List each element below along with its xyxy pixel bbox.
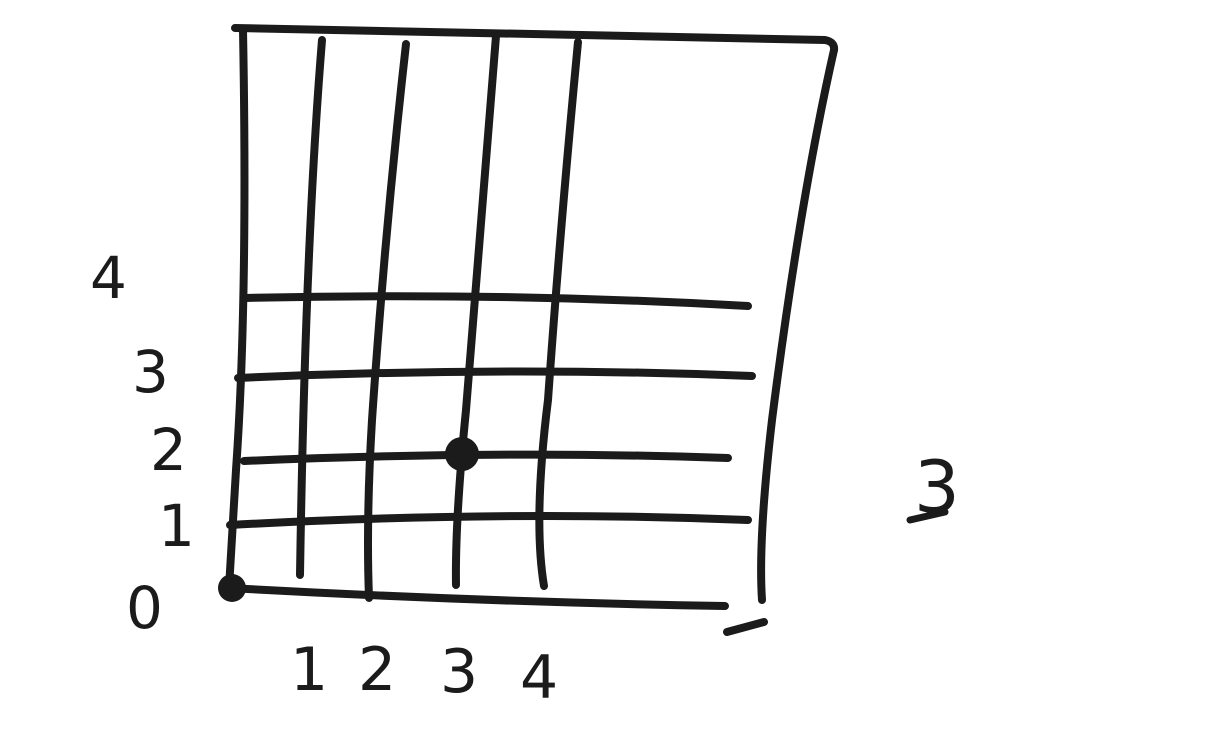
y-label-0: 0 (126, 574, 163, 642)
grid-horizontal-2 (240, 450, 732, 465)
grid-vertical-3 (451, 32, 500, 589)
grid-vertical-2 (364, 40, 410, 602)
x-label-4: 4 (520, 643, 558, 713)
grid-horizontal-1 (226, 512, 752, 529)
y-label-4: 4 (90, 244, 127, 312)
y-label-1: 1 (158, 492, 195, 560)
grid-horizontal-4 (240, 292, 752, 310)
tick-mark-side-label (906, 508, 949, 524)
x-label-1: 1 (290, 635, 328, 705)
x-label-3: 3 (440, 637, 478, 707)
frame-left-edge (225, 26, 249, 592)
grid-vertical-4 (535, 38, 582, 590)
y-label-2: 2 (150, 416, 187, 484)
tick-mark-bottom-right (723, 618, 768, 636)
grid-horizontal-0 (226, 584, 729, 610)
y-label-3: 3 (132, 338, 169, 406)
frame-right-edge (757, 46, 838, 604)
origin-point (218, 574, 246, 602)
grid-horizontal-3 (234, 367, 756, 382)
x-label-2: 2 (358, 635, 396, 705)
side-label: 3 (914, 445, 960, 529)
grid-vertical-1 (296, 36, 326, 579)
marked-point (445, 437, 479, 471)
